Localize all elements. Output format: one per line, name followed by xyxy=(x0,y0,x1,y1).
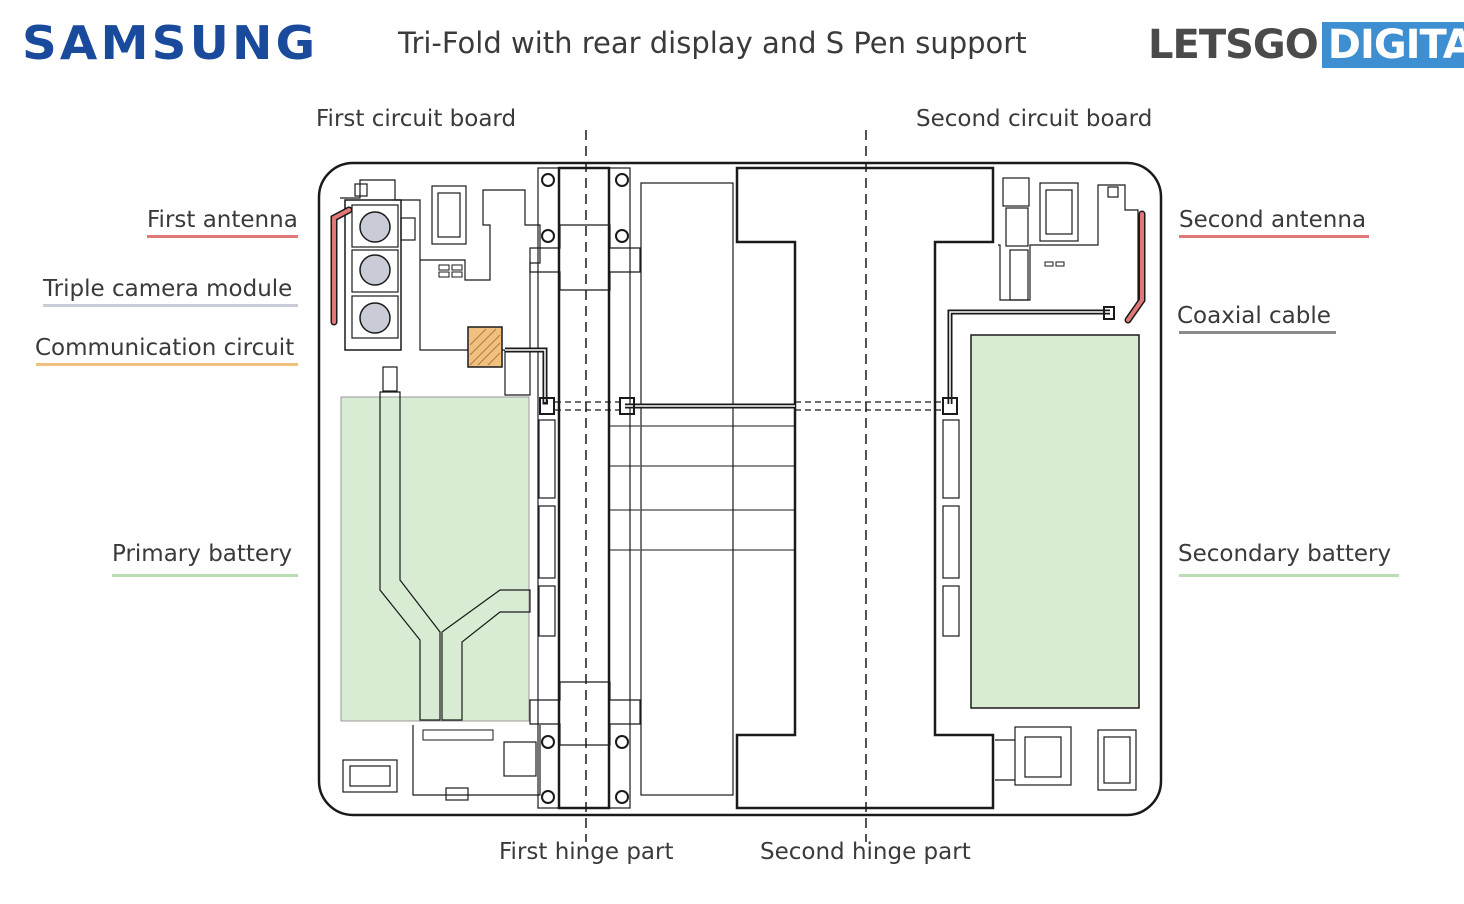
left-flex-cable xyxy=(379,391,441,721)
secondary-battery-shape xyxy=(970,334,1140,709)
label-first-circuit-board: First circuit board xyxy=(316,106,517,132)
label-coaxial-cable: Coaxial cable xyxy=(1177,303,1331,329)
label-first-hinge-part: First hinge part xyxy=(499,839,674,865)
second-antenna-underline xyxy=(1179,235,1369,238)
label-primary-battery: Primary battery xyxy=(112,541,293,567)
samsung-logo: SAMSUNG xyxy=(22,16,319,70)
label-second-circuit-board: Second circuit board xyxy=(916,106,1153,132)
label-second-antenna: Second antenna xyxy=(1179,207,1367,233)
primary-battery-shape xyxy=(340,396,530,722)
label-second-hinge-part: Second hinge part xyxy=(760,839,971,865)
logo-text-letsgo: LETSGO xyxy=(1148,22,1319,68)
communication-circuit-shape xyxy=(467,326,503,368)
coaxial-cable-underline xyxy=(1179,331,1336,334)
secondary-battery-underline xyxy=(1179,574,1399,577)
coaxial-cable-left xyxy=(505,347,548,405)
camera-lens-3 xyxy=(359,302,391,334)
first-antenna-underline xyxy=(147,235,298,238)
label-secondary-battery: Secondary battery xyxy=(1178,541,1392,567)
first-antenna-shape xyxy=(330,206,353,326)
second-circuit-board-outline xyxy=(998,184,1139,310)
first-hinge-shape xyxy=(557,166,611,810)
label-triple-camera-module: Triple camera module xyxy=(43,276,293,302)
primary-battery-underline xyxy=(112,574,298,577)
camera-lens-2 xyxy=(359,254,391,286)
label-communication-circuit: Communication circuit xyxy=(35,335,295,361)
camera-lens-1 xyxy=(359,211,391,243)
device-outline xyxy=(317,161,1163,817)
second-hinge-shape xyxy=(735,166,995,810)
label-first-antenna: First antenna xyxy=(147,207,298,233)
communication-circuit-underline xyxy=(36,363,298,366)
first-circuit-board-outline xyxy=(340,179,541,396)
camera-module-underline xyxy=(43,304,298,307)
page-title: Tri-Fold with rear display and S Pen sup… xyxy=(398,26,1027,60)
letsgodigital-logo: LETSGO DIGITAL xyxy=(1148,22,1464,68)
camera-module-frame xyxy=(344,199,402,351)
logo-text-digital: DIGITAL xyxy=(1321,22,1464,68)
